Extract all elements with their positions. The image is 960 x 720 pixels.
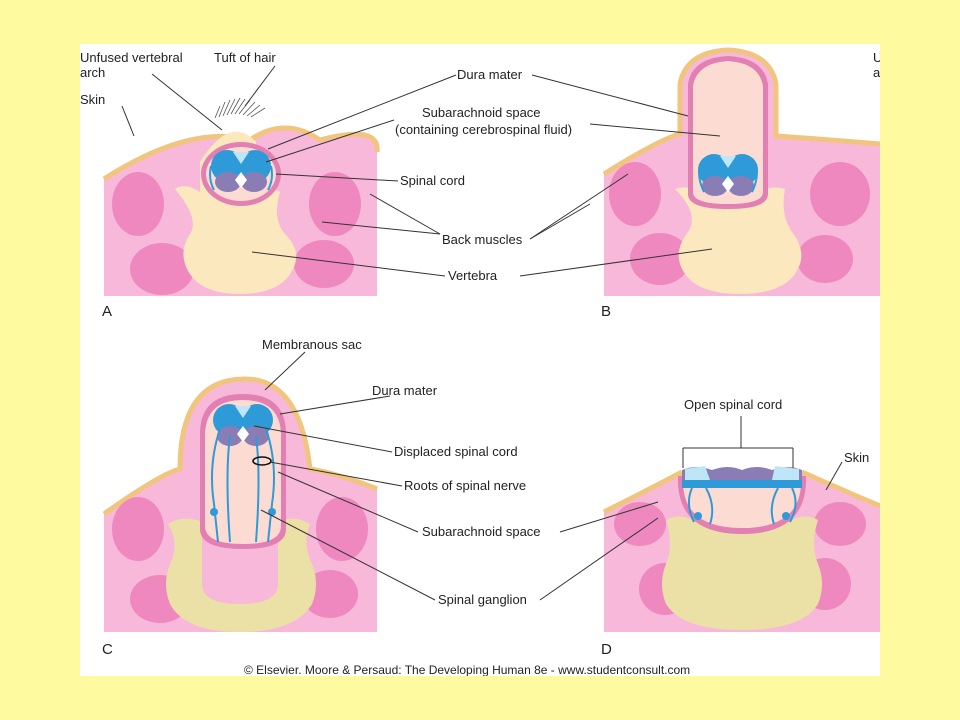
displaced-spinal-cord-c <box>213 404 273 446</box>
back-muscles-label: Back muscles <box>442 232 523 247</box>
panel-d <box>602 466 880 632</box>
skin-d <box>602 469 880 515</box>
cut-label-a: a <box>873 65 880 80</box>
skin-label-d: Skin <box>844 450 869 465</box>
subarachnoid-space-label: Subarachnoid space <box>422 105 541 120</box>
leader-lines <box>121 65 843 601</box>
roots-c <box>211 428 275 543</box>
open-spinal-cord-label: Open spinal cord <box>684 397 782 412</box>
subarachnoid-space-label-2: (containing cerebrospinal fluid) <box>395 122 572 137</box>
panel-letter-a: A <box>102 303 112 320</box>
vertebra-b <box>675 187 802 294</box>
roots-d <box>688 487 797 525</box>
skin-a <box>102 125 380 182</box>
muscle-a2 <box>130 243 194 295</box>
open-spinal-cord-d <box>682 467 802 480</box>
membranous-sac-label: Membranous sac <box>262 337 362 352</box>
displaced-spinal-cord-label: Displaced spinal cord <box>394 444 518 459</box>
vertebra-d <box>662 516 822 630</box>
muscle-a3 <box>309 172 361 236</box>
skin-label-a: Skin <box>80 92 105 107</box>
dura-mater-label: Dura mater <box>457 67 523 82</box>
cut-label-u: U <box>873 50 880 65</box>
dura-mater-label-c: Dura mater <box>372 383 438 398</box>
spinal-cord-b <box>698 154 758 196</box>
vertebra-c <box>166 518 316 632</box>
skin-b <box>602 47 880 177</box>
roots-marker-c <box>252 456 272 466</box>
spinal-cord-a <box>211 150 271 192</box>
vertebra-label: Vertebra <box>448 268 498 283</box>
credit-line: © Elsevier. Moore & Persaud: The Develop… <box>244 663 690 676</box>
panel-letter-d: D <box>601 641 612 658</box>
panel-a <box>102 97 380 296</box>
panel-b <box>602 47 880 296</box>
subarachnoid-space-label-c: Subarachnoid space <box>422 524 541 539</box>
roots-of-spinal-nerve-label: Roots of spinal nerve <box>404 478 526 493</box>
unfused-vertebral-arch-label-2: arch <box>80 65 105 80</box>
tuft-of-hair-label: Tuft of hair <box>214 50 276 65</box>
tuft-of-hair-a <box>214 97 266 119</box>
muscle-a1 <box>112 172 164 236</box>
spina-bifida-diagram: Unfused vertebral arch Tuft of hair Skin… <box>80 47 880 676</box>
diagram-slide: Unfused vertebral arch Tuft of hair Skin… <box>80 44 880 676</box>
panel-letter-b: B <box>601 303 611 320</box>
panel-letter-c: C <box>102 641 113 658</box>
unfused-vertebral-arch-label: Unfused vertebral <box>80 50 183 65</box>
spinal-ganglion-label: Spinal ganglion <box>438 592 527 607</box>
panel-c <box>102 376 378 632</box>
muscle-a4 <box>294 240 354 288</box>
spinal-cord-label: Spinal cord <box>400 173 465 188</box>
